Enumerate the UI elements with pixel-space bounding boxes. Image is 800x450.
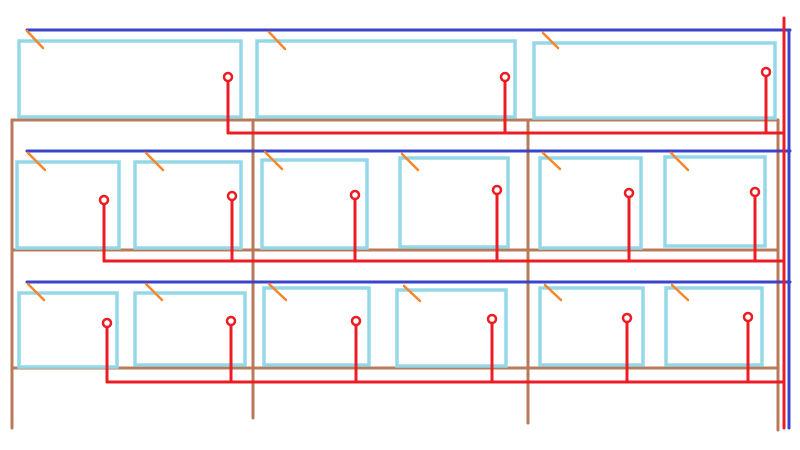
connector-tick: [402, 284, 422, 303]
junction-box: [225, 315, 237, 327]
junction-box: [623, 187, 635, 199]
junction-box: [350, 315, 362, 327]
junction-box: [749, 186, 761, 198]
connector-tick: [670, 283, 690, 302]
solar-panel: [395, 288, 508, 368]
solar-panel: [663, 155, 767, 248]
connector-tick: [144, 282, 164, 302]
connector-tick: [541, 151, 562, 171]
connector-tick: [26, 151, 47, 172]
junction-box: [491, 184, 503, 196]
junction-box: [499, 71, 511, 83]
junction-box: [486, 313, 498, 325]
junction-box: [621, 312, 633, 324]
connector-tick: [669, 151, 690, 172]
junction-box: [742, 311, 754, 323]
connector-tick: [26, 282, 46, 302]
solar-panel: [15, 160, 121, 250]
solar-panel: [17, 39, 243, 119]
connector-tick: [400, 152, 420, 172]
solar-panel: [17, 291, 119, 369]
solar-panel: [260, 158, 369, 250]
junction-box: [101, 317, 113, 329]
connector-tick: [267, 30, 287, 51]
junction-box: [98, 194, 110, 206]
junction-box: [760, 66, 772, 78]
solar-panel: [133, 291, 247, 367]
solar-panel: [664, 286, 764, 367]
solar-panel: [262, 286, 371, 367]
solar-panel: [398, 156, 510, 249]
junction-box: [222, 71, 234, 83]
connector-tick: [25, 29, 45, 50]
solar-panel: [538, 156, 643, 250]
solar-panel: [255, 39, 517, 119]
solar-panel: [532, 41, 777, 120]
connector-tick: [267, 282, 288, 302]
connector-tick: [543, 283, 563, 302]
solar-panel: [538, 286, 645, 367]
solar-panel: [133, 160, 243, 250]
junction-box: [349, 189, 361, 201]
connector-tick: [263, 150, 284, 171]
connector-tick: [541, 31, 560, 50]
junction-box: [226, 190, 238, 202]
connector-tick: [144, 151, 165, 172]
